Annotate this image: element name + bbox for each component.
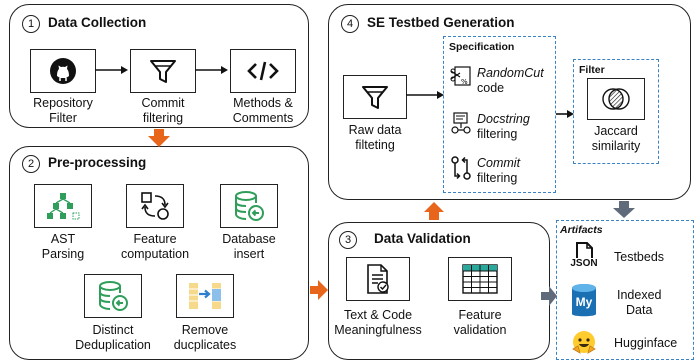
database-insert-icon <box>235 191 264 221</box>
artifact-testbeds-label: Testbeds <box>614 250 665 264</box>
document-check-icon <box>367 264 389 294</box>
svg-text:%: % <box>461 78 468 86</box>
code-icon <box>247 61 279 81</box>
venn-icon <box>602 88 630 110</box>
data-validation-title: Data Validation <box>374 231 471 246</box>
se-testbed-generation-title: SE Testbed Generation <box>367 15 515 30</box>
process-flow-icon <box>141 192 169 220</box>
step-number-4: 4 <box>341 15 359 33</box>
methods-comments-label: Methods &Comments <box>232 96 294 125</box>
step-number-3: 3 <box>339 231 357 249</box>
data-collection-title: Data Collection <box>48 15 147 30</box>
huggingface-icon <box>572 331 596 354</box>
json-icon: JSON <box>569 240 599 272</box>
json-file-icon <box>576 242 593 258</box>
text-code-meaningfulness-box <box>346 257 410 301</box>
pre-processing-title: Pre-processing <box>48 155 147 170</box>
gray-output-arrows <box>541 201 635 306</box>
step-number-1: 1 <box>22 15 40 33</box>
step-number-2: 2 <box>22 155 40 173</box>
github-icon <box>50 58 76 84</box>
remove-duplicates-box <box>176 274 234 318</box>
ast-parsing-box <box>34 184 92 228</box>
artifact-hugginface-label: Hugginface <box>614 336 678 350</box>
docstring-icon <box>451 112 471 134</box>
filter-title: Filter <box>579 64 605 76</box>
mysql-icon: My <box>570 283 598 319</box>
merge-columns-icon <box>189 283 221 309</box>
table-icon <box>462 264 498 294</box>
arrow-validation-to-testbed <box>424 202 444 220</box>
mysql-cylinder-icon <box>572 284 596 317</box>
funnel-icon <box>362 86 388 109</box>
commit-filtering-box <box>130 49 196 93</box>
feature-validation-box <box>448 257 512 301</box>
scissors-icon: % <box>450 66 471 86</box>
funnel-icon <box>150 60 176 83</box>
tree-icon <box>47 193 80 220</box>
arrow-validation-to-artifacts <box>541 286 557 306</box>
specification-title: Specification <box>449 41 515 53</box>
repository-filter-box <box>30 49 96 93</box>
jaccard-similarity-box <box>587 78 645 120</box>
mysql-icon-text: My <box>575 295 593 309</box>
database-distinct-icon <box>99 281 128 311</box>
database-insert-box <box>220 184 278 228</box>
arrow-collection-to-preprocessing <box>148 129 170 147</box>
commit-icon <box>451 156 471 180</box>
arrow-testbed-to-artifacts <box>613 201 635 218</box>
raw-data-filtering-box <box>343 75 407 119</box>
distinct-deduplication-box <box>84 274 142 318</box>
methods-comments-box <box>230 49 296 93</box>
orange-flow-arrows <box>148 129 444 300</box>
artifacts-title: Artifacts <box>560 224 603 236</box>
json-icon-text: JSON <box>570 258 598 269</box>
feature-computation-box <box>126 184 184 228</box>
arrow-preprocessing-to-validation <box>310 280 328 300</box>
